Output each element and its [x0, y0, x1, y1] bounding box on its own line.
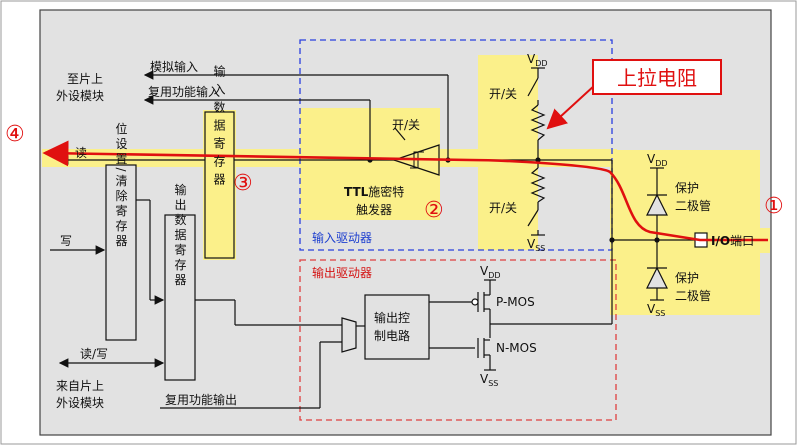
label-protect-1b: 二极管	[675, 198, 711, 213]
label-output-control-1: 输出控	[374, 310, 410, 325]
output-driver-box	[299, 259, 617, 421]
label-pmos: P-MOS	[496, 295, 535, 309]
input-data-register	[204, 111, 235, 259]
label-vdd-diode: VDD	[647, 152, 668, 168]
pmos-bubble	[471, 298, 479, 306]
pullup-annotation-box	[592, 59, 722, 95]
red-signal-path	[42, 140, 768, 242]
label-io-port: I/O端口	[711, 234, 754, 248]
label-alt-func-input: 复用功能输入	[148, 84, 220, 99]
label-trigger: 触发器	[356, 202, 392, 217]
label-protect-2a: 保护	[675, 271, 699, 285]
label-on-off-schmitt: 开/关	[392, 118, 420, 132]
marker-2: ②	[424, 198, 444, 223]
label-vss-diode: VSS	[647, 302, 665, 318]
label-read: 读	[75, 146, 87, 160]
label-from-peripheral-1: 来自片上	[56, 379, 104, 393]
protection-diodes	[646, 193, 668, 289]
label-vss-mos: VSS	[480, 372, 498, 388]
label-output-control-2: 制电路	[374, 328, 410, 343]
label-pullup-resistor: 上拉电阻	[617, 66, 697, 90]
hysteresis-symbol	[410, 151, 424, 169]
bit-set-reset-register	[105, 164, 137, 341]
label-ttl-schmitt: TTL施密特	[344, 184, 404, 199]
input-driver-box	[299, 39, 613, 251]
label-write: 写	[60, 234, 72, 248]
label-on-off-pulldown: 开/关	[489, 201, 517, 215]
label-to-peripheral-2: 外设模块	[56, 89, 104, 103]
label-from-peripheral-2: 外设模块	[56, 396, 104, 410]
label-on-off-pullup: 开/关	[489, 87, 517, 101]
label-input-data-register: 输入数据寄存器	[212, 64, 226, 191]
label-to-peripheral-1: 至片上	[67, 72, 103, 86]
marker-1: ①	[764, 194, 784, 219]
label-read-write: 读/写	[80, 347, 108, 361]
label-vss-pulldown: VSS	[527, 237, 545, 253]
label-output-driver: 输出驱动器	[312, 265, 372, 280]
label-input-driver: 输入驱动器	[312, 230, 372, 245]
output-mux	[341, 317, 357, 353]
label-vdd-pullup: VDD	[527, 52, 548, 68]
pullup-annotation-arrow	[546, 84, 596, 130]
label-bit-set-reset-register: 位设置/清除寄存器	[114, 121, 128, 249]
label-protect-2b: 二极管	[675, 288, 711, 303]
label-protect-1a: 保护	[675, 181, 699, 195]
label-alt-func-output: 复用功能输出	[165, 392, 237, 407]
marker-3: ③	[233, 171, 253, 196]
label-vdd-mos: VDD	[480, 264, 501, 280]
output-control-circuit	[364, 294, 430, 360]
label-analog-input: 模拟输入	[150, 59, 198, 74]
marker-4: ④	[5, 122, 25, 147]
output-data-register	[164, 214, 196, 381]
label-nmos: N-MOS	[496, 341, 537, 355]
label-output-data-register: 输出数据寄存器	[173, 182, 187, 288]
